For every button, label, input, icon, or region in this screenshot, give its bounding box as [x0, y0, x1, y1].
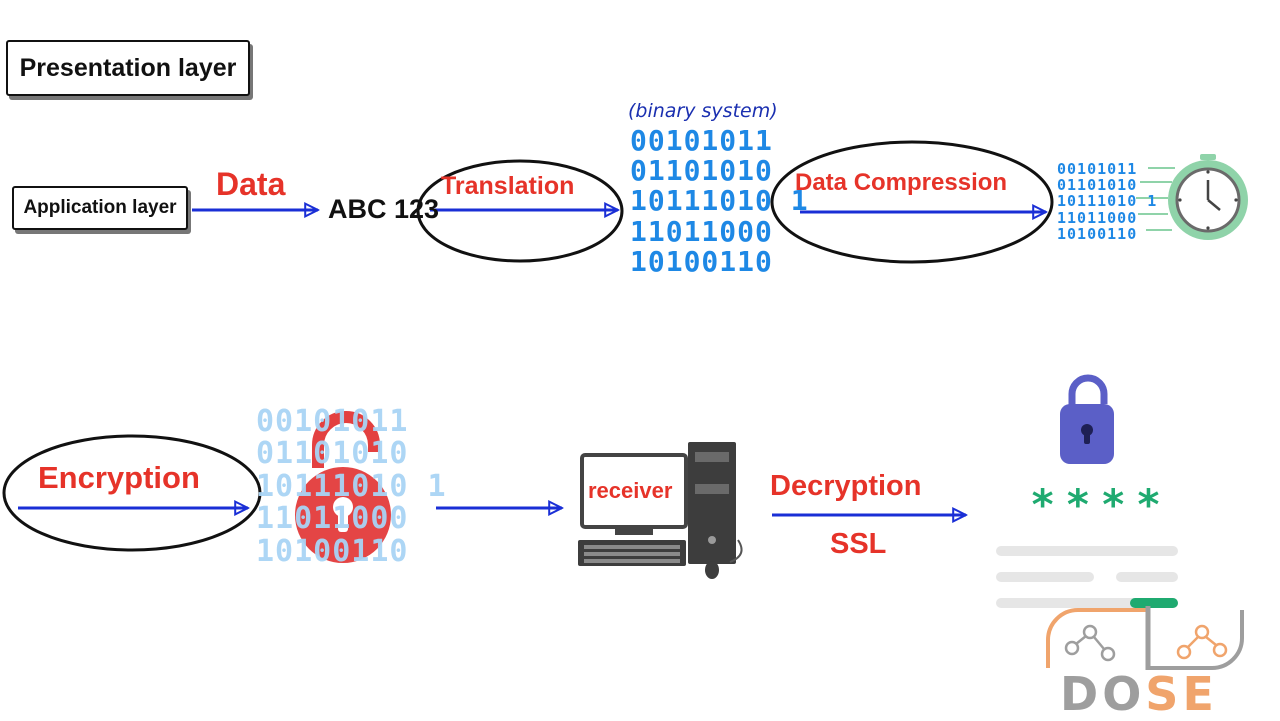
computer-icon — [578, 442, 743, 579]
page-title: Presentation layer — [6, 40, 250, 96]
clock-icon — [1136, 154, 1248, 240]
binary-block-compressed: 00101011 01101010 10111010 1 11011000 10… — [1057, 160, 1158, 243]
dose-logo-e: E — [1182, 667, 1218, 721]
label-abc-123: ABC 123 — [328, 194, 440, 224]
label-decryption: Decryption — [770, 470, 922, 502]
binary-block: 00101011 01101010 10111010 1 11011000 10… — [630, 124, 809, 278]
compression-ellipse — [770, 140, 1054, 264]
binary-block-encrypted: 00101011 01101010 10111010 1 11011000 10… — [256, 404, 447, 569]
label-binary-system: (binary system) — [628, 100, 778, 122]
label-data-compression: Data Compression — [795, 169, 1008, 196]
purple-lock-icon — [1060, 374, 1114, 464]
encryption-ellipse — [2, 434, 262, 552]
application-layer-box: Application layer — [12, 186, 188, 230]
dose-logo: DOSE — [1060, 668, 1218, 720]
password-form-lines — [996, 546, 1178, 608]
label-ssl: SSL — [830, 528, 887, 560]
label-data: Data — [216, 166, 286, 202]
red-open-lock-icon — [295, 411, 391, 563]
label-translation: Translation — [441, 172, 575, 200]
dose-logo-d: D — [1060, 667, 1103, 721]
translation-ellipse — [416, 159, 624, 263]
label-receiver: receiver — [588, 478, 673, 503]
dose-logo-graphic — [1046, 606, 1244, 670]
dose-logo-s: S — [1145, 667, 1183, 721]
label-encryption: Encryption — [38, 460, 200, 495]
password-stars: **** — [1030, 480, 1172, 529]
dose-logo-o: O — [1102, 667, 1146, 721]
